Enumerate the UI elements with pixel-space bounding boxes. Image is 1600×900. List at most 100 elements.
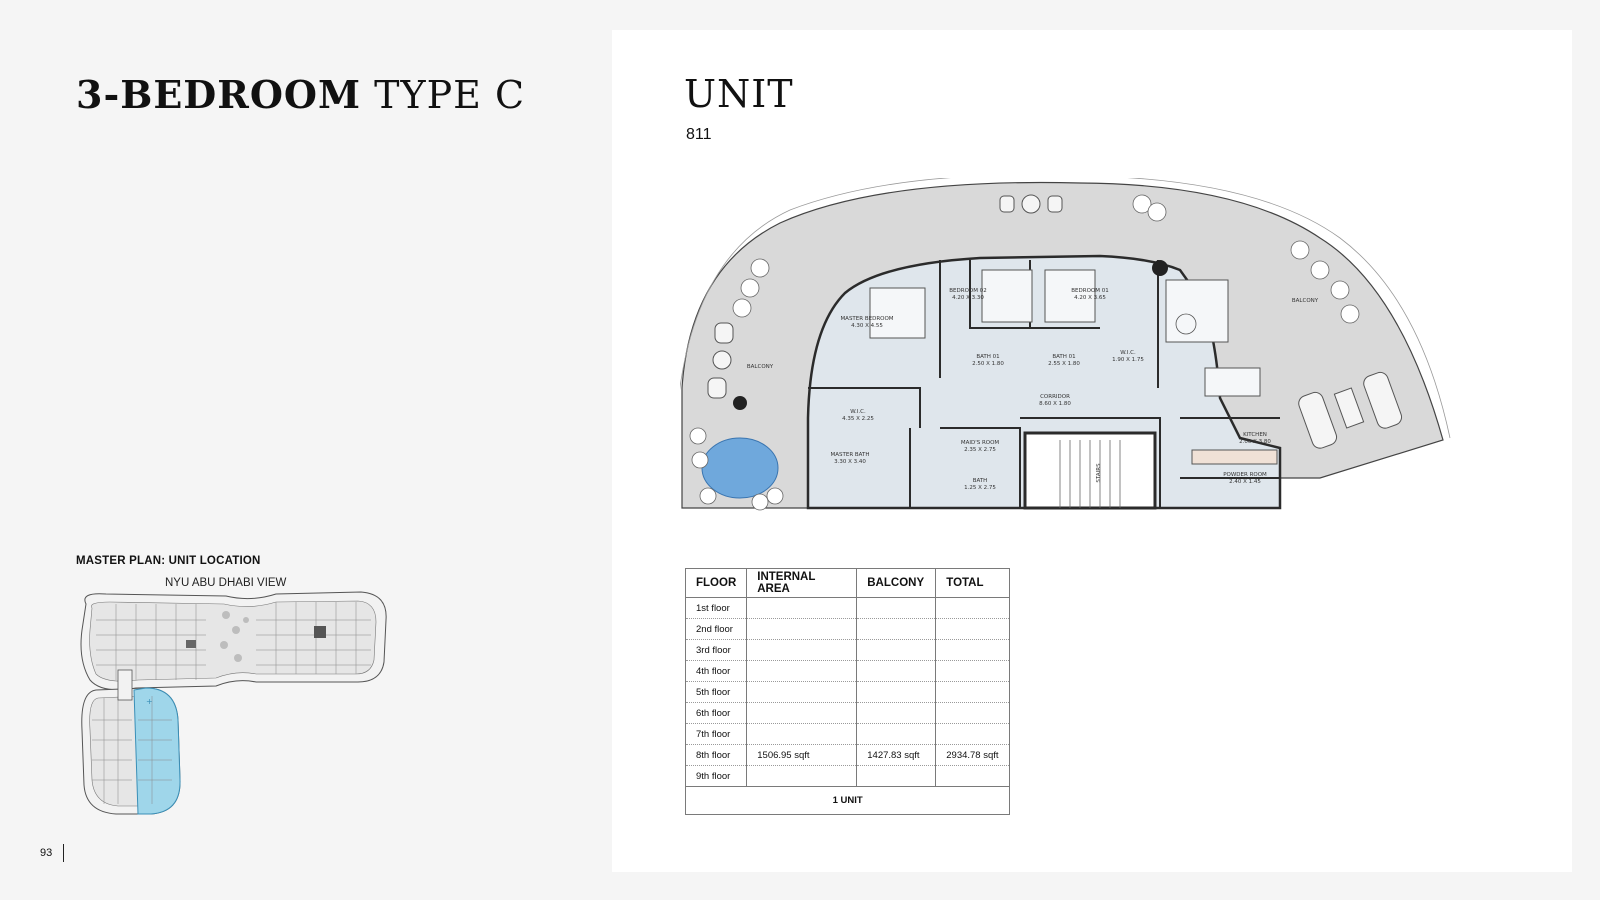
cell-internal-area xyxy=(746,765,858,787)
cell-internal-area xyxy=(746,681,858,703)
cell-total xyxy=(935,702,1011,724)
cell-floor: 2nd floor xyxy=(684,618,748,640)
dim-bedroom-01: 4.20 X 3.65 xyxy=(1074,295,1106,301)
left-panel: 3-BEDROOM TYPE C MASTER PLAN: UNIT LOCAT… xyxy=(0,0,600,900)
table-row: 4th floor xyxy=(684,660,1011,682)
unit-heading: UNIT xyxy=(684,72,794,116)
cell-internal-area xyxy=(746,660,858,682)
page-number: 93 xyxy=(40,847,53,859)
cell-total xyxy=(935,765,1011,787)
area-table-header-row: FLOOR INTERNAL AREA BALCONY TOTAL xyxy=(684,568,1011,598)
table-row: 2nd floor xyxy=(684,618,1011,640)
table-row: 6th floor xyxy=(684,702,1011,724)
table-row: 9th floor xyxy=(684,765,1011,787)
label-wic-left: W.I.C. xyxy=(850,409,866,415)
cell-balcony xyxy=(856,660,937,682)
bed-02 xyxy=(981,269,1033,323)
label-balcony-right: BALCONY xyxy=(1292,298,1319,304)
header-floor: FLOOR xyxy=(684,568,748,598)
dim-maids-room: 2.35 X 2.75 xyxy=(964,447,996,453)
cell-balcony xyxy=(856,639,937,661)
dim-bath: 1.25 X 2.75 xyxy=(964,485,996,491)
cell-floor: 8th floor xyxy=(684,744,748,766)
label-kitchen: KITCHEN xyxy=(1243,432,1267,438)
svg-text:+: + xyxy=(146,697,153,706)
bed-01 xyxy=(1044,269,1096,323)
cell-total xyxy=(935,597,1011,619)
label-bath-01b: BATH 01 xyxy=(1052,354,1075,360)
cell-internal-area xyxy=(746,723,858,745)
cell-total xyxy=(935,660,1011,682)
cell-balcony: 1427.83 sqft xyxy=(856,744,937,766)
unit-count: 1 UNIT xyxy=(684,786,1011,815)
dim-wic-left: 4.35 X 2.25 xyxy=(842,416,874,422)
kitchen-counter xyxy=(1191,449,1278,465)
dim-kitchen: 2.00 X 3.80 xyxy=(1239,439,1271,445)
cell-balcony xyxy=(856,765,937,787)
page-number-divider xyxy=(63,844,64,862)
area-table: FLOOR INTERNAL AREA BALCONY TOTAL 1st fl… xyxy=(684,568,1011,815)
area-table-footer-row: 1 UNIT xyxy=(684,786,1011,815)
cell-total: 2934.78 sqft xyxy=(935,744,1011,766)
label-master-bath: MASTER BATH xyxy=(830,452,869,458)
page-title: 3-BEDROOM TYPE C xyxy=(76,72,525,117)
title-bold: 3-BEDROOM xyxy=(76,72,362,117)
label-bath-01a: BATH 01 xyxy=(976,354,999,360)
label-bedroom-01: BEDROOM 01 xyxy=(1071,288,1108,294)
pool xyxy=(701,437,779,499)
label-corridor: CORRIDOR xyxy=(1040,394,1070,400)
dim-bath-01a: 2.50 X 1.80 xyxy=(972,361,1004,367)
cell-floor: 9th floor xyxy=(684,765,748,787)
header-total: TOTAL xyxy=(935,568,1011,598)
label-wic-right: W.I.C. xyxy=(1120,350,1136,356)
dim-master-bath: 3.30 X 3.40 xyxy=(834,459,866,465)
label-bath: BATH xyxy=(973,478,988,484)
master-plan-view-label: NYU ABU DHABI VIEW xyxy=(165,577,287,589)
label-master-bedroom: MASTER BEDROOM xyxy=(840,316,893,322)
label-balcony-left: BALCONY xyxy=(747,364,774,370)
dim-powder-room: 2.40 X 1.45 xyxy=(1229,479,1261,485)
cell-balcony xyxy=(856,597,937,619)
cell-internal-area xyxy=(746,702,858,724)
header-balcony: BALCONY xyxy=(856,568,937,598)
master-plan-heading: MASTER PLAN: UNIT LOCATION xyxy=(76,555,261,567)
header-internal-area: INTERNAL AREA xyxy=(746,568,858,598)
label-bedroom-02: BEDROOM 02 xyxy=(949,288,986,294)
cell-balcony xyxy=(856,618,937,640)
cell-floor: 4th floor xyxy=(684,660,748,682)
cell-floor: 1st floor xyxy=(684,597,748,619)
cell-floor: 5th floor xyxy=(684,681,748,703)
table-row: 5th floor xyxy=(684,681,1011,703)
label-maids-room: MAID'S ROOM xyxy=(961,440,1000,446)
cell-floor: 7th floor xyxy=(684,723,748,745)
master-bed xyxy=(869,287,926,339)
table-row: 7th floor xyxy=(684,723,1011,745)
cell-floor: 3rd floor xyxy=(684,639,748,661)
table-row: 3rd floor xyxy=(684,639,1011,661)
cell-internal-area xyxy=(746,597,858,619)
sofa xyxy=(1165,279,1229,343)
dim-bath-01b: 2.55 X 1.80 xyxy=(1048,361,1080,367)
cell-internal-area xyxy=(746,618,858,640)
plants xyxy=(689,194,1360,511)
floor-plan: MASTER BEDROOM 4.30 X 4.55 BEDROOM 02 4.… xyxy=(680,178,1451,511)
unit-location-highlight xyxy=(133,687,181,815)
master-plan-map: + xyxy=(80,591,387,815)
dim-wic-right: 1.90 X 1.75 xyxy=(1112,357,1144,363)
cell-total xyxy=(935,723,1011,745)
dim-master-bedroom: 4.30 X 4.55 xyxy=(851,323,883,329)
cell-balcony xyxy=(856,702,937,724)
cell-internal-area: 1506.95 sqft xyxy=(746,744,858,766)
cell-total xyxy=(935,681,1011,703)
dining-table xyxy=(1204,367,1261,397)
cell-floor: 6th floor xyxy=(684,702,748,724)
unit-number: 811 xyxy=(686,126,712,143)
table-row: 1st floor xyxy=(684,597,1011,619)
label-powder-room: POWDER ROOM xyxy=(1223,472,1267,478)
cell-internal-area xyxy=(746,639,858,661)
title-rest: TYPE C xyxy=(361,73,526,117)
label-stairs: STAIRS xyxy=(1096,463,1102,483)
dim-corridor: 8.60 X 1.80 xyxy=(1039,401,1071,407)
cell-balcony xyxy=(856,723,937,745)
